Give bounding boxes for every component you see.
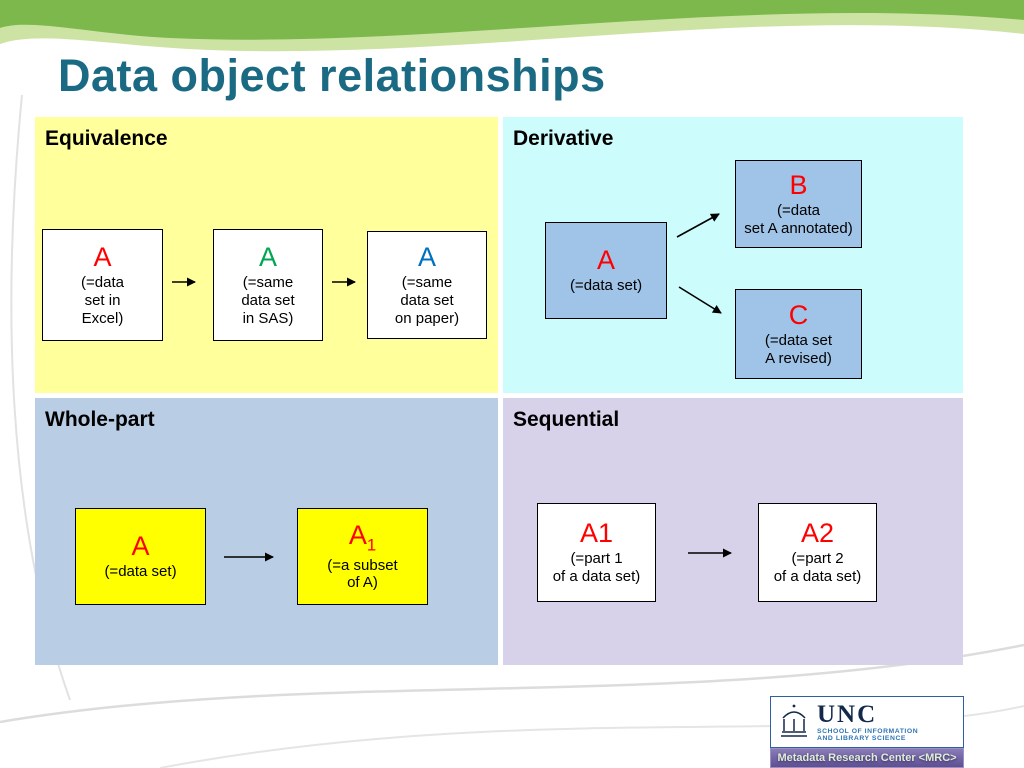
header-wave-decor xyxy=(0,0,1024,52)
box-label: A1 xyxy=(579,518,614,549)
equivalence-box-a-excel: A (=data set in Excel) xyxy=(42,229,163,341)
unc-wordmark: UNC xyxy=(817,700,878,728)
box-label: B xyxy=(789,169,808,200)
derivative-box-a: A (=data set) xyxy=(545,222,667,319)
unc-school-line2: AND LIBRARY SCIENCE xyxy=(817,734,906,742)
equivalence-box-a-sas: A (=same data set in SAS) xyxy=(213,229,323,341)
sequential-box-a1: A1 (=part 1 of a data set) xyxy=(537,503,656,602)
whole-part-box-a: A (=data set) xyxy=(75,508,206,605)
sequential-box-a2: A2 (=part 2 of a data set) xyxy=(758,503,877,602)
box-label: A xyxy=(596,244,615,275)
box-desc: (=data set) xyxy=(104,563,177,581)
arrow-up-right-icon xyxy=(676,213,720,238)
box-desc: (=data set A revised) xyxy=(764,331,833,367)
box-label: A xyxy=(93,241,112,272)
equivalence-heading: Equivalence xyxy=(45,127,168,150)
arrow-right-icon xyxy=(172,277,196,287)
box-label: C xyxy=(788,299,809,330)
box-desc: (=part 2 of a data set) xyxy=(773,550,862,586)
unc-text-block: UNC SCHOOL OF INFORMATION AND LIBRARY SC… xyxy=(817,702,918,743)
box-label: A2 xyxy=(800,518,835,549)
sequential-heading: Sequential xyxy=(513,408,620,431)
box-desc: (=data set A annotated) xyxy=(744,201,853,237)
derivative-heading: Derivative xyxy=(513,127,614,150)
arrow-right-icon xyxy=(224,552,274,562)
box-desc: (=data set) xyxy=(569,277,643,295)
box-desc: (=same data set in SAS) xyxy=(241,274,295,327)
box-desc: (=same data set on paper) xyxy=(394,274,460,327)
mrc-badge: Metadata Research Center <MRC> xyxy=(770,748,964,768)
equivalence-box-a-paper: A (=same data set on paper) xyxy=(367,231,487,339)
arrow-down-right-icon xyxy=(678,286,722,314)
mrc-badge-text: Metadata Research Center <MRC> xyxy=(777,752,957,764)
old-well-icon xyxy=(781,704,807,737)
box-label: A xyxy=(417,241,436,272)
derivative-box-c: C (=data set A revised) xyxy=(735,289,862,379)
derivative-panel: Derivative A (=data set) B (=data set A … xyxy=(503,117,963,393)
whole-part-panel: Whole-part A (=data set) A1 (=a subset o… xyxy=(35,398,498,665)
unc-logo: UNC SCHOOL OF INFORMATION AND LIBRARY SC… xyxy=(770,696,964,748)
box-label: A1 xyxy=(348,519,377,555)
box-desc: (=a subset of A) xyxy=(327,556,398,592)
derivative-box-b: B (=data set A annotated) xyxy=(735,160,862,248)
sequential-panel: Sequential A1 (=part 1 of a data set) A2… xyxy=(503,398,963,665)
box-label: A xyxy=(131,530,150,561)
arrow-right-icon xyxy=(332,277,356,287)
subscript: 1 xyxy=(366,535,377,555)
whole-part-heading: Whole-part xyxy=(45,408,155,431)
box-desc: (=data set in Excel) xyxy=(81,274,124,327)
box-label: A xyxy=(258,241,277,272)
equivalence-panel: Equivalence A (=data set in Excel) A (=s… xyxy=(35,117,498,393)
unc-school-line1: SCHOOL OF INFORMATION xyxy=(817,727,919,735)
arrow-right-icon xyxy=(688,548,732,558)
box-desc: (=part 1 of a data set) xyxy=(552,550,641,586)
slide-title: Data object relationships xyxy=(58,50,606,101)
whole-part-box-a1: A1 (=a subset of A) xyxy=(297,508,428,605)
